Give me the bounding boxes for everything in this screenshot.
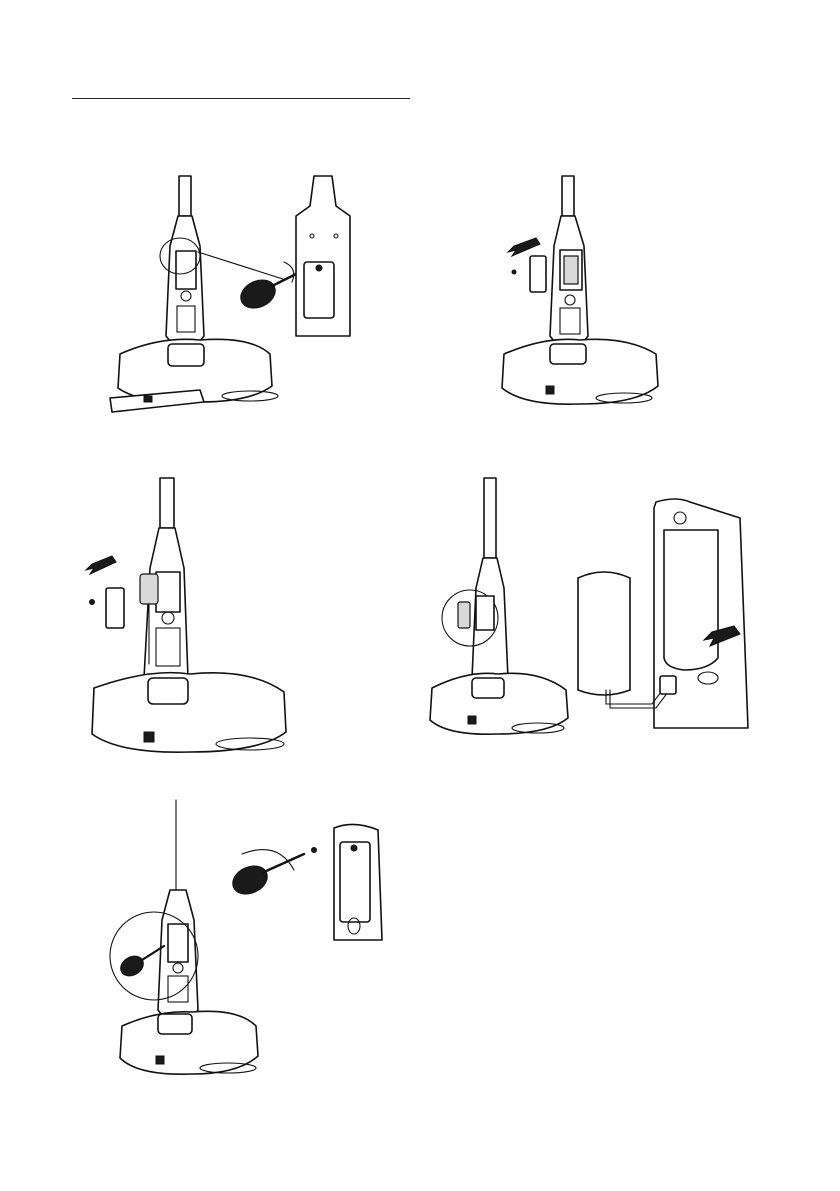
screwdriver-icon [228,850,304,900]
figure-step-3 [80,478,300,768]
figure-step-5 [108,800,398,1092]
figure-step-4 [428,478,748,748]
cover-panel [106,588,124,628]
figure-step-2 [496,176,666,416]
arrow-icon [508,238,540,256]
arrow-icon [86,556,116,574]
figure-step-1 [100,176,370,438]
screwdriver-icon [236,262,300,313]
screwdriver-icon [117,946,164,980]
header-rule [72,98,410,99]
cover-panel [530,256,546,292]
